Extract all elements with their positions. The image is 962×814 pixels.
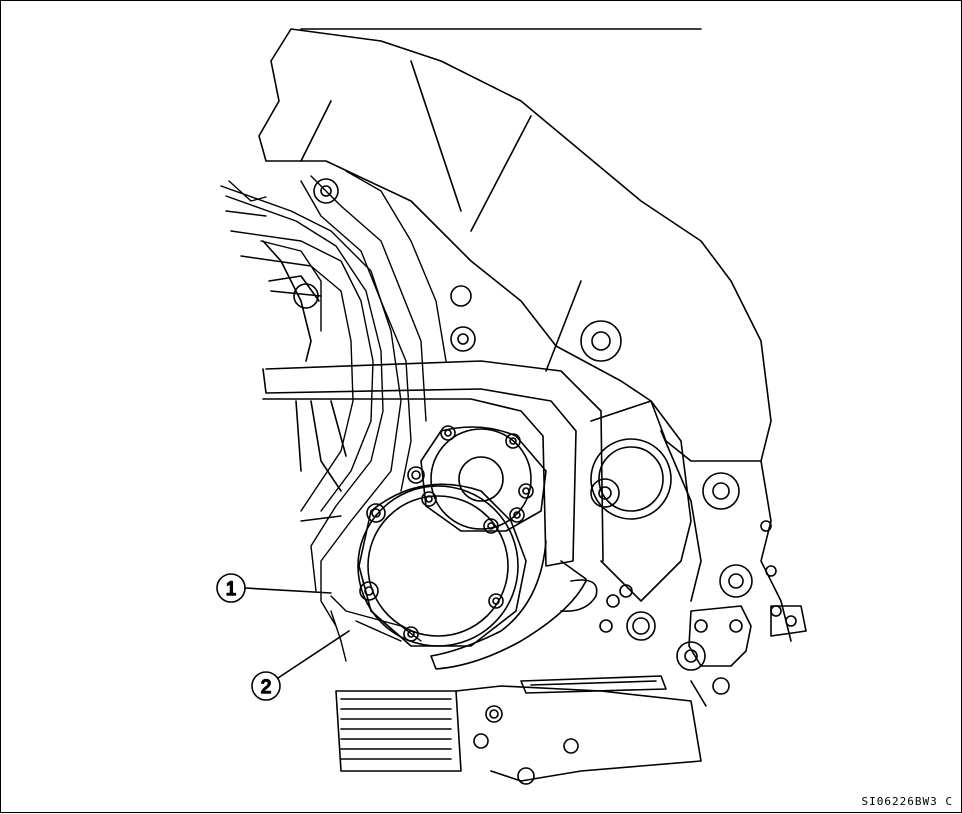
rear-engine-case: [591, 401, 691, 640]
callout-2-label: 2: [261, 677, 272, 698]
water-pump-cover: [408, 426, 546, 533]
figure-code: SI06226BW3 C: [862, 795, 953, 808]
frame-outline: [259, 29, 791, 641]
frame-bolts: [314, 179, 781, 616]
coolant-hose: [431, 541, 597, 669]
shift-bracket: [677, 606, 806, 706]
wiring-harness: [221, 171, 446, 661]
callout-1-label: 1: [226, 579, 237, 600]
oil-pan: [336, 676, 701, 784]
